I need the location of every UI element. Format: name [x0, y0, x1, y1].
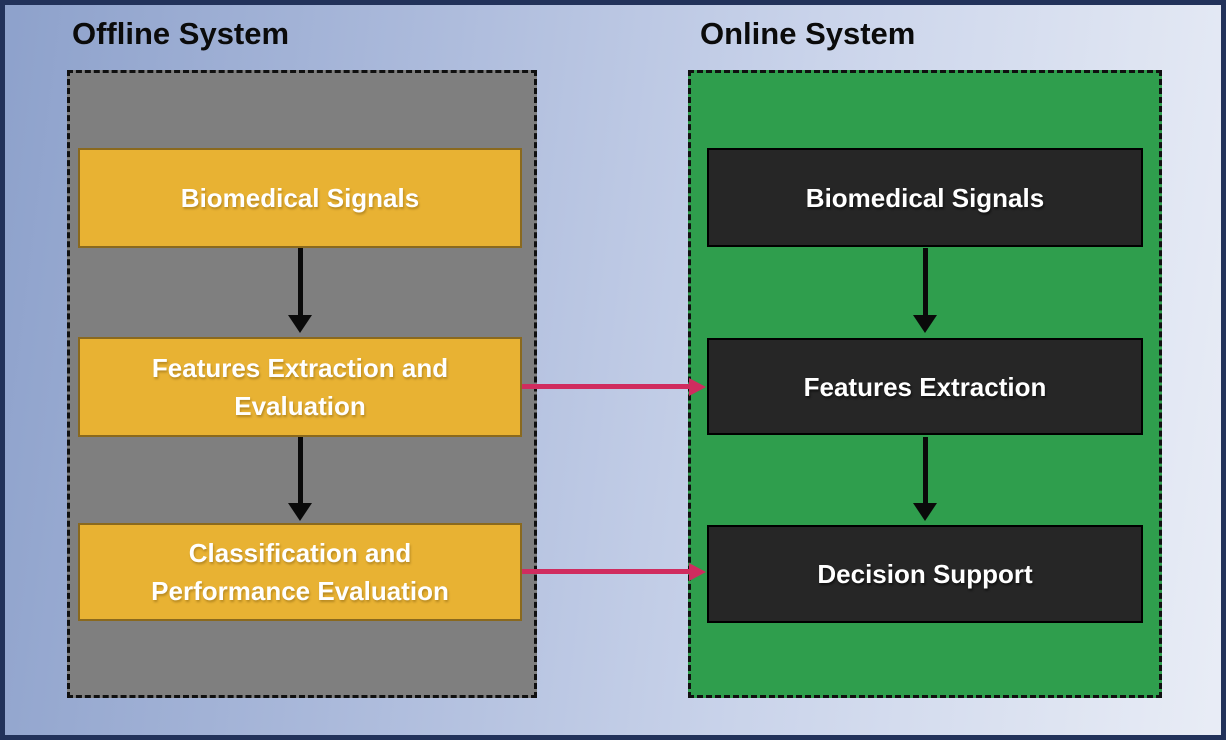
arrow-offline-signals-to-features [298, 248, 303, 316]
box-label-line: Features Extraction and [151, 353, 449, 383]
box-label-line: Evaluation [234, 391, 366, 421]
online-box-biomedical-signals: Biomedical Signals [707, 148, 1143, 247]
box-label-line: Classification and [188, 538, 412, 568]
online-box-decision-support: Decision Support [707, 525, 1143, 623]
arrowhead-down-icon [288, 503, 312, 521]
arrowhead-right-icon [689, 378, 706, 396]
online-box-features-extraction: Features Extraction [707, 338, 1143, 435]
box-label: Features Extraction [803, 371, 1047, 402]
offline-box-classification-performance-evaluation: Classification and Performance Evaluatio… [78, 523, 522, 621]
offline-box-features-extraction-evaluation: Features Extraction and Evaluation [78, 337, 522, 437]
arrow-offline-features-to-online-features [522, 384, 689, 389]
arrowhead-down-icon [288, 315, 312, 333]
box-label: Decision Support [817, 559, 1033, 589]
arrowhead-down-icon [913, 503, 937, 521]
arrowhead-down-icon [913, 315, 937, 333]
arrowhead-right-icon [689, 563, 706, 581]
box-label: Biomedical Signals [805, 182, 1045, 213]
offline-system-title: Offline System [72, 16, 290, 51]
arrow-offline-classification-to-online-decision [522, 569, 689, 574]
arrow-online-features-to-decision [923, 437, 928, 504]
offline-box-biomedical-signals: Biomedical Signals [78, 148, 522, 248]
arrow-offline-features-to-classification [298, 437, 303, 504]
online-system-title: Online System [700, 16, 916, 51]
box-label-line: Performance Evaluation [151, 576, 449, 606]
box-label: Biomedical Signals [180, 183, 420, 213]
background-seam-line [0, 0, 1226, 2]
arrow-online-signals-to-features [923, 248, 928, 316]
